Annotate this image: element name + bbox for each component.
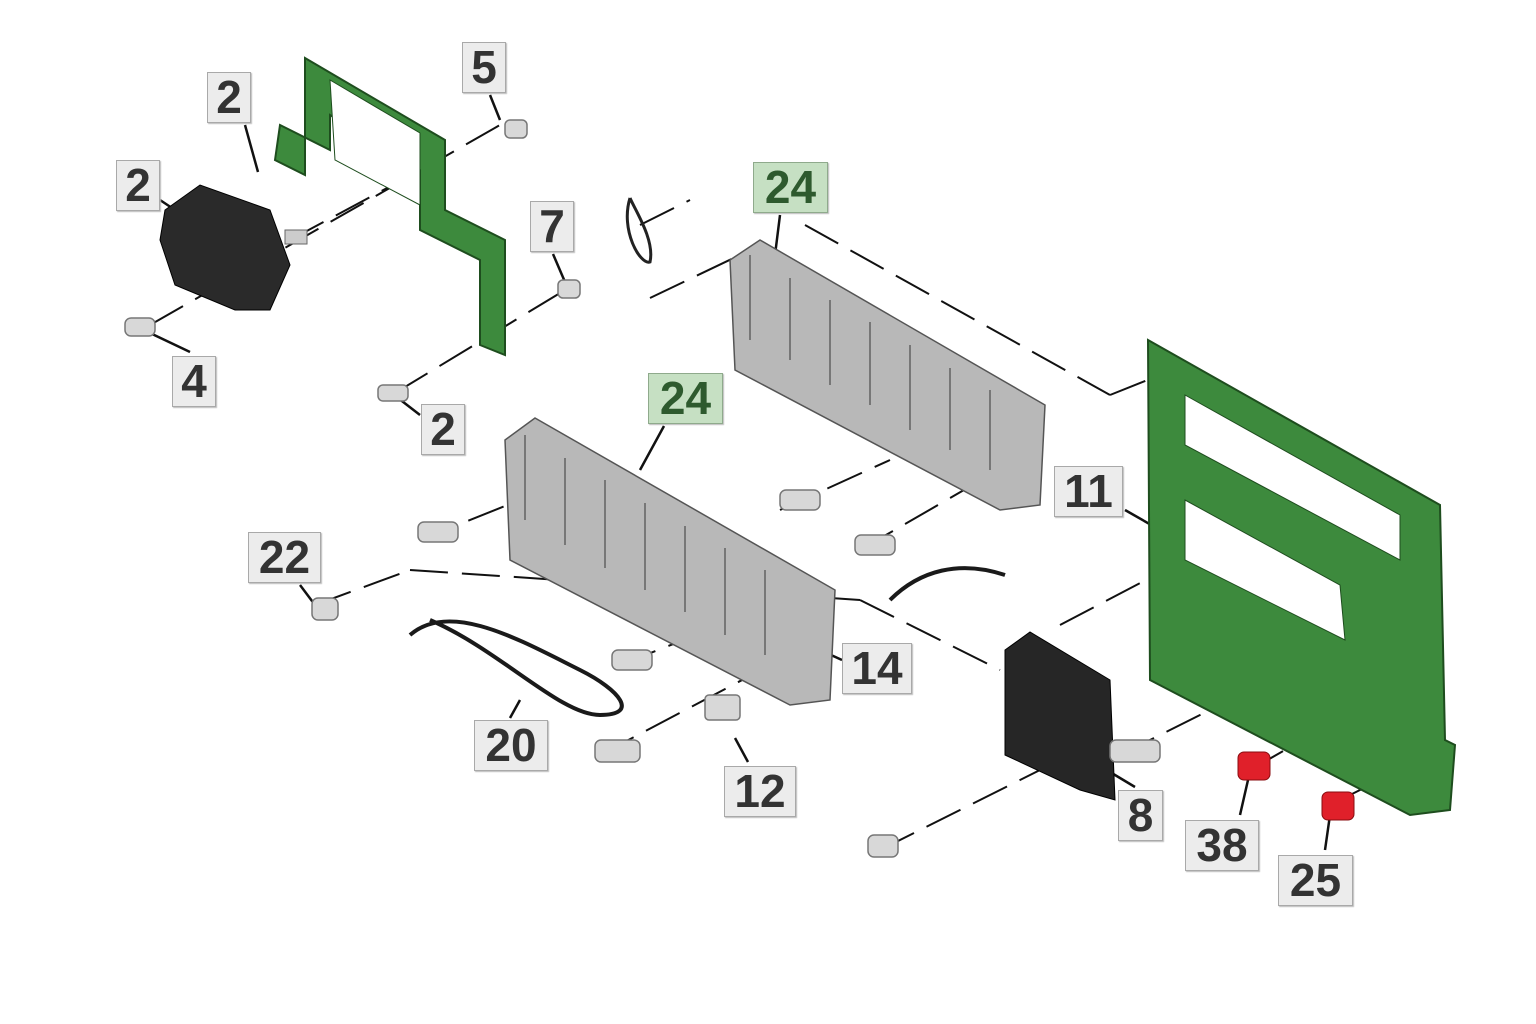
small-bracket-cutout xyxy=(329,79,421,206)
callout-label: 7 xyxy=(530,201,574,252)
callout-label: 22 xyxy=(248,532,321,583)
red-nut-25 xyxy=(1321,791,1355,821)
cable-tie xyxy=(625,197,653,264)
control-module xyxy=(1004,631,1116,801)
callout-label: 24 xyxy=(753,162,828,213)
heat-sink-lower xyxy=(504,417,836,706)
callout-label: 20 xyxy=(474,720,548,771)
callout-label: 5 xyxy=(462,42,506,93)
callout-label: 2 xyxy=(421,404,465,455)
red-nut-38 xyxy=(1237,751,1271,781)
callout-label: 38 xyxy=(1185,820,1259,871)
callout-label: 2 xyxy=(207,72,251,123)
heat-sink-upper xyxy=(729,239,1046,511)
callout-label: 4 xyxy=(172,356,216,407)
sensor-cable xyxy=(888,566,1006,602)
callout-label: 25 xyxy=(1278,855,1353,906)
motor-unit xyxy=(159,184,308,311)
fasteners xyxy=(124,119,1161,858)
callout-label: 24 xyxy=(648,373,723,424)
callout-label: 14 xyxy=(842,643,912,694)
wiring-harness xyxy=(408,618,624,718)
callout-label: 11 xyxy=(1054,466,1123,517)
callout-label: 12 xyxy=(724,766,796,817)
small-bracket xyxy=(273,56,506,357)
callout-label: 8 xyxy=(1118,790,1163,841)
callout-label: 2 xyxy=(116,160,160,211)
main-frame xyxy=(1146,338,1457,817)
